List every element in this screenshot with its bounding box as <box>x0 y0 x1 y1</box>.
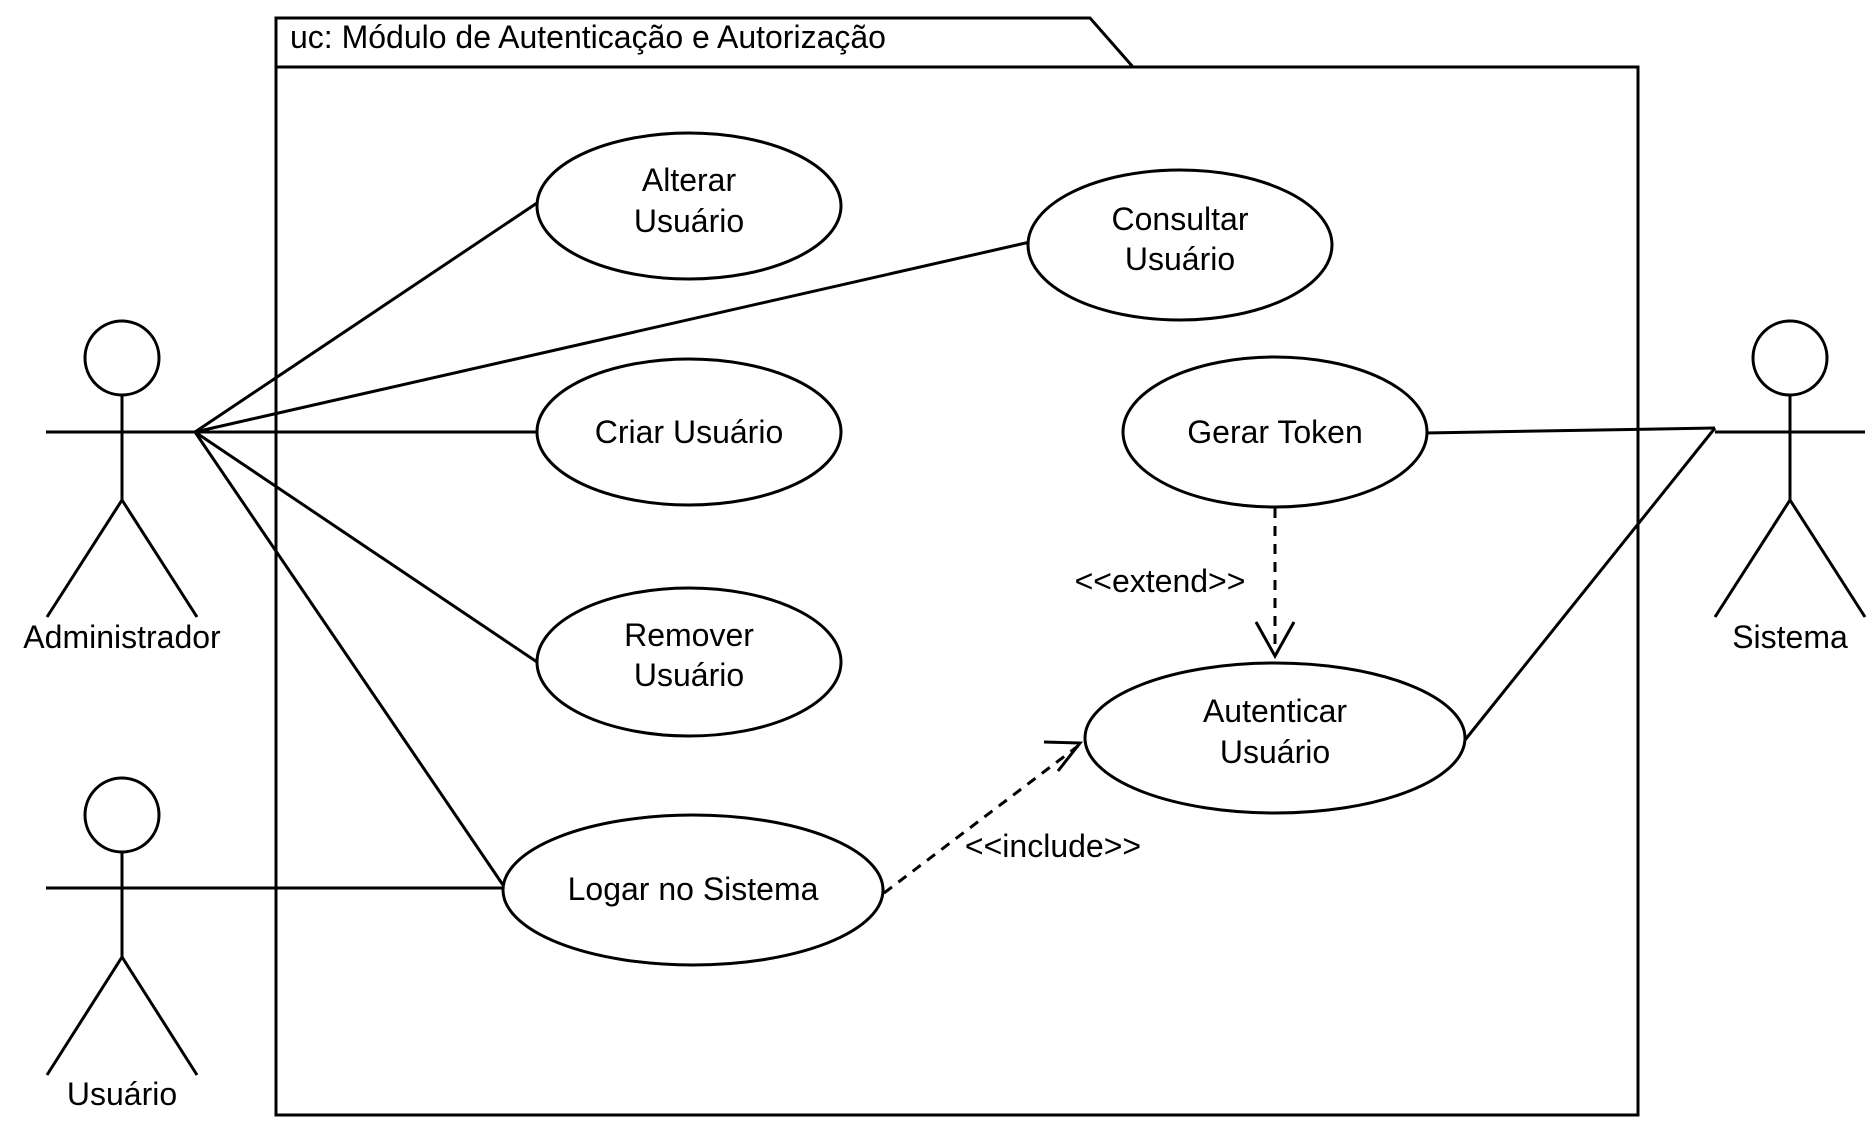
extend-label: <<extend>> <box>1075 563 1246 599</box>
assoc-admin-alterar <box>194 201 538 434</box>
include-relation: <<include>> <box>883 740 1141 895</box>
use-case-label: Criar Usuário <box>595 414 783 450</box>
use-case-alterar-usuario[interactable]: Alterar Usuário <box>535 131 843 281</box>
actor-usuario[interactable]: Usuário <box>45 776 199 1112</box>
use-case-label: Gerar Token <box>1187 414 1363 450</box>
use-case-label: Usuário <box>1125 241 1235 277</box>
associations <box>193 201 1717 890</box>
use-case-label: Logar no Sistema <box>568 871 819 907</box>
actor-label: Administrador <box>23 619 221 655</box>
actor-sistema[interactable]: Sistema <box>1713 319 1867 655</box>
assoc-sistema-gerar-token <box>1424 426 1716 435</box>
use-case-label: Usuário <box>1220 734 1330 770</box>
use-case-label: Usuário <box>634 203 744 239</box>
use-case-consultar-usuario[interactable]: Consultar Usuário <box>1026 168 1334 322</box>
use-case-label: Usuário <box>634 657 744 693</box>
actor-head <box>1751 319 1829 397</box>
use-case-label: Autenticar <box>1203 693 1347 729</box>
actor-head <box>83 776 161 854</box>
assoc-admin-consultar <box>194 240 1031 434</box>
use-case-autenticar-usuario[interactable]: Autenticar Usuário <box>1083 661 1467 815</box>
include-label: <<include>> <box>965 828 1141 864</box>
use-case-label: Consultar <box>1112 201 1249 237</box>
frame-title: uc: Módulo de Autenticação e Autorização <box>290 19 886 55</box>
use-case-logar-no-sistema[interactable]: Logar no Sistema <box>501 813 885 967</box>
use-case-gerar-token[interactable]: Gerar Token <box>1121 355 1429 509</box>
actor-label: Sistema <box>1732 619 1848 655</box>
use-case-label: Alterar <box>642 162 737 198</box>
use-case-label: Remover <box>624 617 754 653</box>
extend-relation: <<extend>> <box>1075 508 1296 660</box>
use-case-criar-usuario[interactable]: Criar Usuário <box>535 357 843 507</box>
actor-label: Usuário <box>67 1076 177 1112</box>
actor-head <box>83 319 161 397</box>
assoc-admin-logar <box>193 431 505 886</box>
use-case-remover-usuario[interactable]: Remover Usuário <box>535 586 843 738</box>
assoc-admin-remover <box>194 430 538 664</box>
actor-administrador[interactable]: Administrador <box>23 319 221 655</box>
system-boundary: uc: Módulo de Autenticação e Autorização <box>274 16 1640 1117</box>
assoc-sistema-autenticar <box>1463 427 1717 741</box>
